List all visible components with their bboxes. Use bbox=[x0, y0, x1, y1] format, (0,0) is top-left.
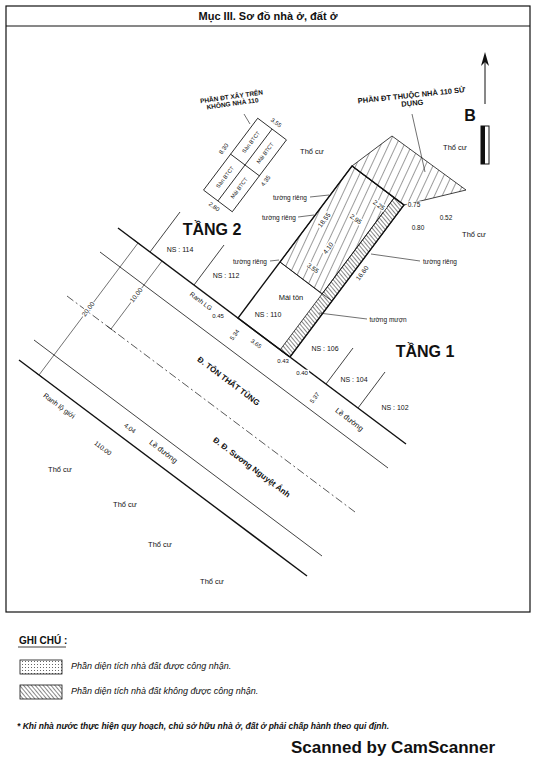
plan-label: 0.43 bbox=[276, 358, 290, 365]
plan-label: 20.00 bbox=[80, 300, 97, 319]
plan-label: NS : 104 bbox=[339, 376, 368, 384]
page-title: Mục III. Sơ đồ nhà ở, đất ở bbox=[199, 10, 338, 22]
legend-text: Phần diện tích nhà đất được công nhận. bbox=[70, 662, 232, 672]
plan-label: Lề đường bbox=[147, 438, 180, 466]
plan-label: Mái BTCT bbox=[255, 140, 276, 165]
plan-label: Thổ cư bbox=[47, 466, 73, 474]
plan-label: GHI CHÚ : bbox=[18, 635, 68, 646]
plan-label: tường mượn bbox=[368, 316, 407, 323]
plan-label: Mái tôn bbox=[278, 294, 305, 302]
plan-label: PHẦN ĐT THUỘC NHÀ 110 SỬ DỤNG bbox=[349, 85, 474, 114]
plan-label: 0.45 bbox=[211, 313, 225, 320]
plan-label: Thổ cư bbox=[199, 578, 225, 586]
plan-label: NS : 112 bbox=[212, 272, 241, 280]
legend-swatch bbox=[20, 685, 62, 699]
plan-label: Đ. Đ. Sương Nguyệt Ánh bbox=[210, 436, 292, 501]
plan-label: 0.75 bbox=[407, 201, 422, 208]
plan-label: 0.40 bbox=[295, 370, 309, 377]
plan-label: Thổ cư bbox=[147, 541, 173, 549]
plan-label: Sàn BTCT bbox=[240, 129, 261, 155]
plan-label: Scanned by CamScanner bbox=[290, 739, 496, 758]
plan-label: NS : 114 bbox=[166, 246, 195, 254]
plan-label: NS : 102 bbox=[380, 404, 409, 412]
plan-label: 10.00 bbox=[128, 286, 145, 305]
plan-label: 5.34 bbox=[228, 328, 242, 343]
plan-label: Thổ cư bbox=[461, 231, 487, 239]
legend-swatch bbox=[20, 660, 62, 674]
plan-label: tường riêng bbox=[422, 258, 458, 265]
plan-label: tường riêng bbox=[272, 194, 308, 201]
plan-label: 4.35 bbox=[259, 174, 273, 189]
plan-label: 0.80 bbox=[411, 224, 426, 231]
plan-label: tường riêng bbox=[261, 214, 297, 221]
plan-label: 5.37 bbox=[308, 391, 322, 406]
plan-label: Đ. TÔN THẤT TÙNG bbox=[194, 355, 261, 409]
plan-label: Ranh LG bbox=[188, 290, 215, 313]
plan-label: B bbox=[463, 107, 477, 125]
plan-label: Thổ cư bbox=[299, 148, 325, 156]
legend-text: Phần diện tích nhà đất không được công n… bbox=[70, 687, 259, 697]
plan-label: 4.04 bbox=[122, 421, 138, 436]
plan-label: TẦNG 1 bbox=[395, 343, 456, 361]
plan-label: NS : 106 bbox=[310, 345, 339, 353]
plan-label: TẦNG 2 bbox=[182, 221, 243, 239]
plan-label: Thổ cư bbox=[442, 144, 468, 152]
header-band: Mục III. Sơ đồ nhà ở, đất ở bbox=[7, 7, 529, 25]
plan-label: Ranh lộ giới bbox=[41, 391, 77, 421]
plan-label: tường riêng bbox=[232, 258, 268, 265]
plan-label: * Khi nhà nước thực hiện quy hoạch, chủ … bbox=[16, 722, 390, 731]
plan-label: NS : 110 bbox=[254, 311, 283, 319]
plan-label: Mái BTCT bbox=[229, 175, 250, 200]
plan-label: Sàn BTCT bbox=[214, 164, 235, 190]
plan-label: PHẦN ĐT XÂY TRÊN KHÔNG NHÀ 110 bbox=[194, 88, 269, 112]
plan-label: 110.00 bbox=[92, 439, 113, 458]
plan-label: Thổ cư bbox=[112, 501, 138, 509]
plan-label: 8.30 bbox=[217, 142, 231, 157]
plan-label: 0.52 bbox=[439, 214, 454, 221]
plan-label: 3.65 bbox=[249, 337, 264, 351]
